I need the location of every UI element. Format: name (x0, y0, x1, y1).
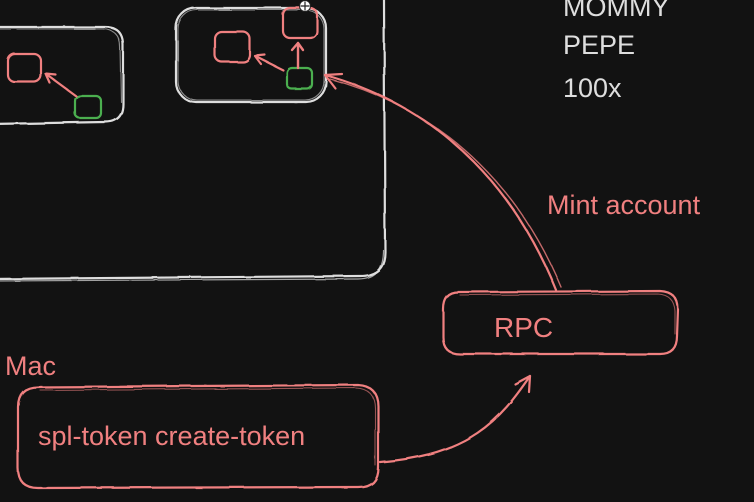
mint-account-label: Mint account (547, 190, 701, 220)
arrow-rpc-to-mint-trace (329, 78, 562, 288)
token-supply: 100x (563, 73, 622, 103)
left-green-square (73, 94, 103, 120)
left-account-box-trace (0, 28, 122, 103)
right-green-square (285, 66, 314, 91)
command-box-trace (39, 387, 376, 466)
right-red-square-left (213, 30, 252, 64)
arrow-rpc-to-mint (323, 73, 558, 292)
command-box (16, 383, 380, 490)
machine-label: Mac (5, 351, 57, 381)
right-arrow-green-to-left-red (253, 53, 285, 72)
token-name-line1: MOMMY (563, 0, 670, 22)
rpc-label: RPC (494, 312, 554, 343)
outer-container-box (0, 0, 387, 281)
arrow-command-to-rpc (378, 374, 532, 464)
left-arrow-green-to-red (44, 72, 78, 98)
left-red-square (6, 52, 43, 84)
token-name-line2: PEPE (563, 30, 636, 60)
left-account-box (0, 25, 125, 125)
outer-container-box-trace (0, 249, 384, 282)
move-cursor-icon (299, 0, 311, 12)
right-account-box-trace (177, 9, 325, 101)
arrow-rpc-to-mint-head (323, 72, 344, 90)
rpc-box-trace (459, 293, 676, 335)
rpc-box (441, 289, 680, 356)
command-label: spl-token create-token (38, 421, 306, 451)
right-arrow-green-to-top-red (290, 41, 305, 70)
right-account-box (174, 6, 328, 104)
arrow-command-to-rpc-head (513, 374, 532, 394)
